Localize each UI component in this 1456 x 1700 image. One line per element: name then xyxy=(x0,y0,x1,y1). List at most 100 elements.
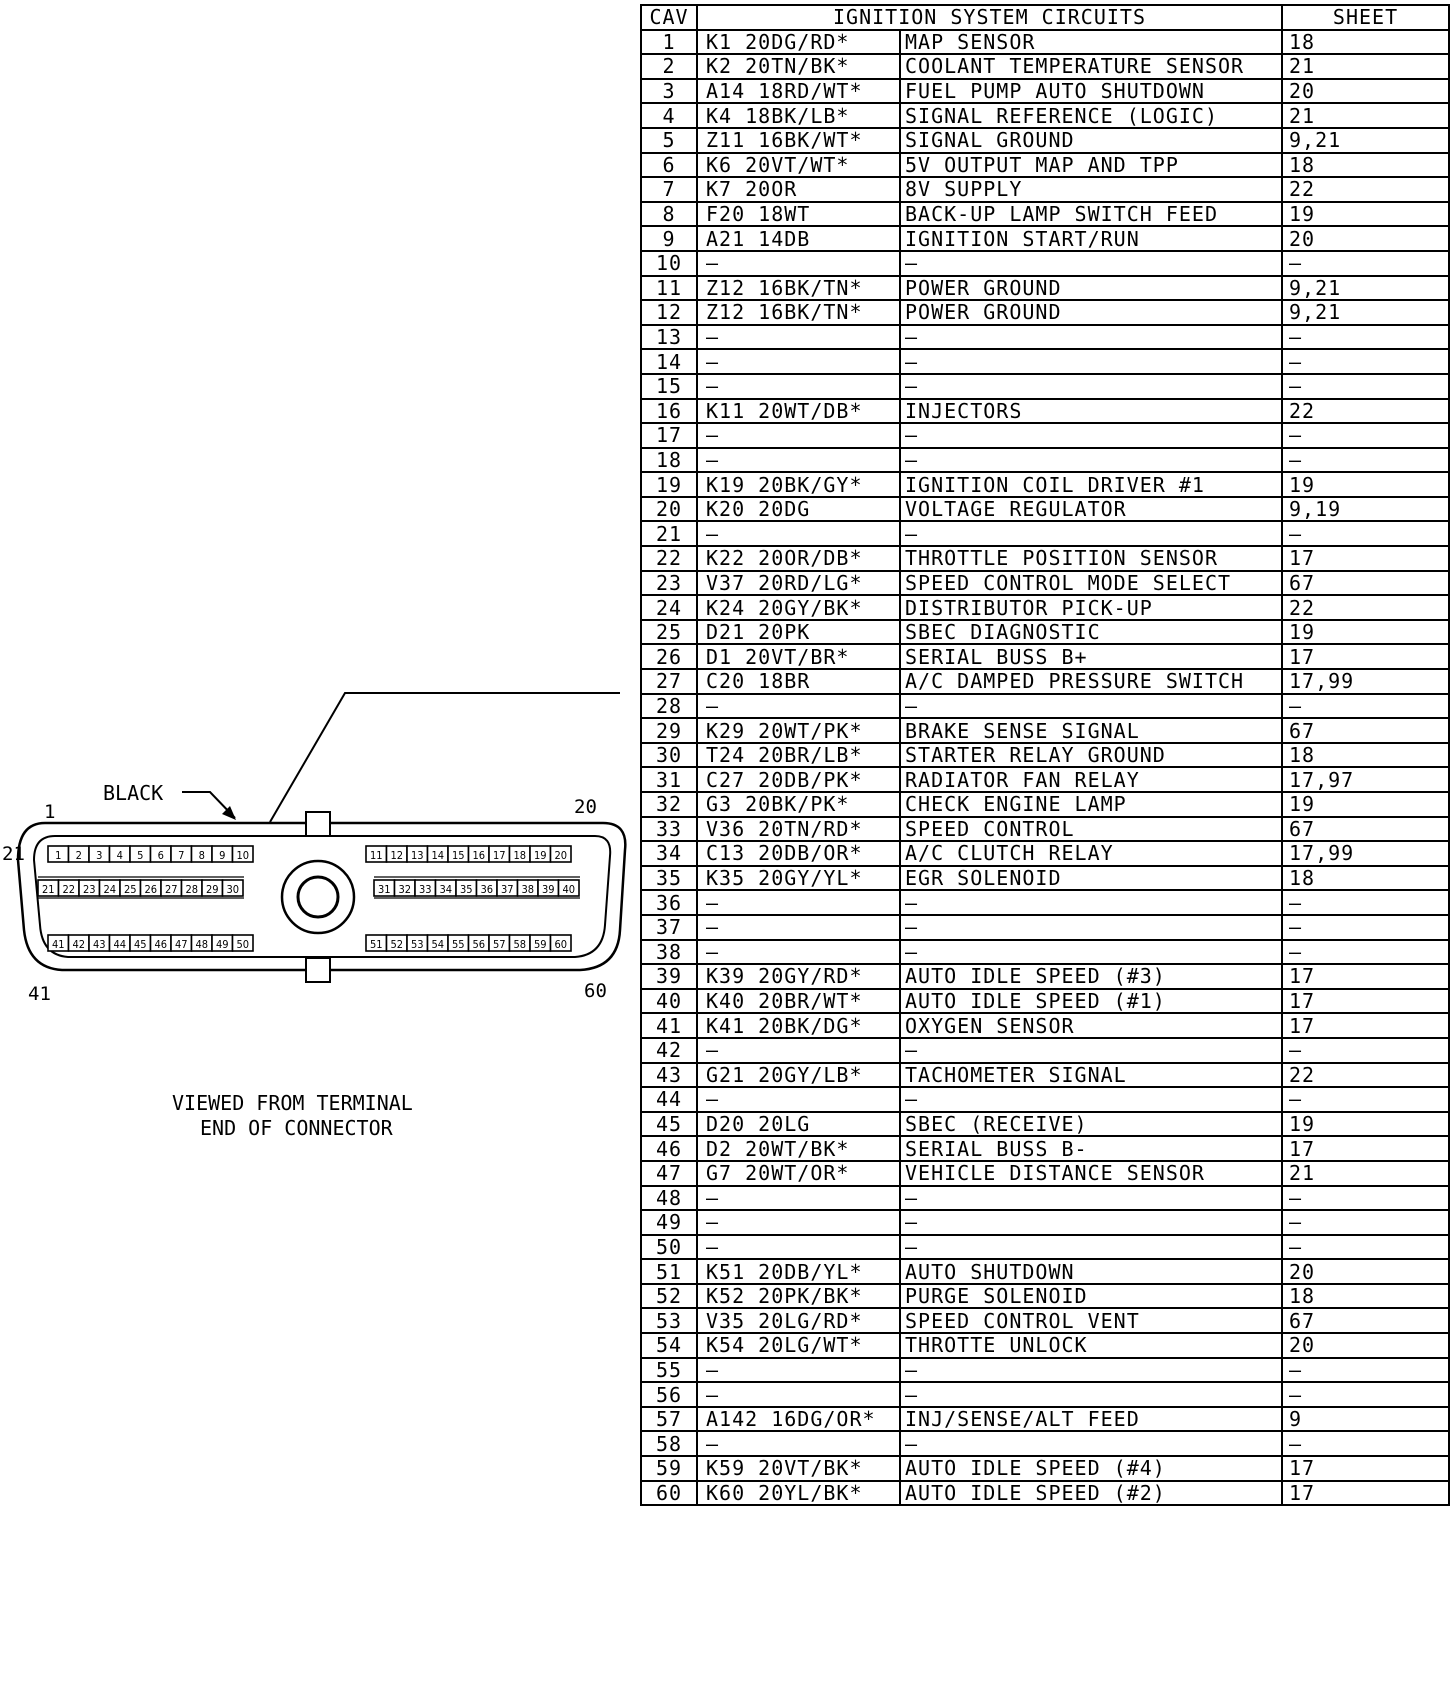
terminal-number: 57 xyxy=(493,938,506,951)
terminal-number: 29 xyxy=(206,883,219,896)
wire-cell: K22 20OR/DB* xyxy=(696,545,901,572)
function-cell: 5V OUTPUT MAP AND TPP xyxy=(898,151,1284,179)
function-cell: POWER GROUND xyxy=(898,274,1284,302)
function-cell: TACHOMETER SIGNAL xyxy=(898,1061,1284,1089)
wire-cell: K19 20BK/GY* xyxy=(696,471,901,498)
wire-cell: K6 20VT/WT* xyxy=(696,151,901,179)
cav-cell: 25 xyxy=(640,618,698,646)
function-cell: FUEL PUMP AUTO SHUTDOWN xyxy=(898,77,1284,105)
wire-cell: K39 20GY/RD* xyxy=(696,963,901,990)
wire-cell: K1 20DG/RD* xyxy=(696,28,901,56)
wire-cell: C20 18BR xyxy=(696,668,901,695)
cav-cell: 45 xyxy=(640,1110,698,1138)
wire-cell: K2 20TN/BK* xyxy=(696,53,901,80)
cav-cell: 53 xyxy=(640,1307,698,1335)
function-cell: — xyxy=(898,1184,1284,1212)
function-cell: AUTO IDLE SPEED (#4) xyxy=(898,1455,1284,1482)
terminal-number: 12 xyxy=(390,849,403,862)
cav-cell: 13 xyxy=(640,323,698,351)
wire-cell: A142 16DG/OR* xyxy=(696,1405,901,1433)
sheet-cell: 67 xyxy=(1281,815,1451,843)
sheet-cell: — xyxy=(1281,1036,1451,1064)
sheet-cell: 22 xyxy=(1281,1061,1451,1089)
wire-cell: V37 20RD/LG* xyxy=(696,569,901,597)
wire-cell: V35 20LG/RD* xyxy=(696,1307,901,1335)
wire-cell: G7 20WT/OR* xyxy=(696,1159,901,1187)
wire-cell: — xyxy=(696,1209,901,1236)
terminal-number: 19 xyxy=(534,849,547,862)
cav-cell: 38 xyxy=(640,938,698,966)
header-circuits: IGNITION SYSTEM CIRCUITS xyxy=(695,4,1284,31)
sheet-cell: — xyxy=(1281,1356,1451,1384)
terminal-cavity xyxy=(231,845,254,863)
wire-cell: Z11 16BK/WT* xyxy=(696,126,901,154)
function-cell: — xyxy=(898,913,1284,941)
sheet-cell: 67 xyxy=(1281,569,1451,597)
wire-cell: — xyxy=(696,692,901,720)
terminal-number: 48 xyxy=(195,938,208,951)
cav-cell: 47 xyxy=(640,1159,698,1187)
table-row: 38——— xyxy=(640,938,1451,966)
function-cell: — xyxy=(898,938,1284,966)
header-sheet: SHEET xyxy=(1281,4,1451,31)
cav-cell: 17 xyxy=(640,422,698,449)
sheet-cell: 18 xyxy=(1281,864,1451,892)
function-cell: VEHICLE DISTANCE SENSOR xyxy=(898,1159,1284,1187)
function-cell: STARTER RELAY GROUND xyxy=(898,741,1284,769)
function-cell: SPEED CONTROL VENT xyxy=(898,1307,1284,1335)
function-cell: SIGNAL REFERENCE (LOGIC) xyxy=(898,102,1284,129)
terminal-number: 39 xyxy=(542,883,555,896)
function-cell: RADIATOR FAN RELAY xyxy=(898,766,1284,793)
function-cell: SBEC (RECEIVE) xyxy=(898,1110,1284,1138)
cav-cell: 18 xyxy=(640,446,698,474)
table-row: 49——— xyxy=(640,1209,1451,1236)
terminal-number: 2 xyxy=(76,849,82,862)
terminal-number: 11 xyxy=(370,849,383,862)
cav-cell: 21 xyxy=(640,520,698,548)
sheet-cell: — xyxy=(1281,520,1451,548)
function-cell: — xyxy=(898,1036,1284,1064)
black-arrowhead xyxy=(222,806,236,820)
connector-inner-shell xyxy=(32,835,612,958)
cav-cell: 55 xyxy=(640,1356,698,1384)
wire-cell: — xyxy=(696,348,901,375)
sheet-cell: 18 xyxy=(1281,28,1451,56)
sheet-cell: 9,19 xyxy=(1281,495,1451,523)
function-cell: SPEED CONTROL xyxy=(898,815,1284,843)
function-cell: SPEED CONTROL MODE SELECT xyxy=(898,569,1284,597)
wire-cell: D1 20VT/BR* xyxy=(696,643,901,671)
table-row: 50——— xyxy=(640,1233,1451,1261)
cav-cell: 35 xyxy=(640,864,698,892)
sheet-cell: 18 xyxy=(1281,1282,1451,1310)
cav-cell: 54 xyxy=(640,1332,698,1359)
caption-line-2: END OF CONNECTOR xyxy=(200,1116,394,1140)
pin-label-20: 20 xyxy=(574,796,597,818)
table-row: 17——— xyxy=(640,422,1451,449)
cav-cell: 39 xyxy=(640,963,698,990)
function-cell: — xyxy=(898,422,1284,449)
wire-cell: C13 20DB/OR* xyxy=(696,840,901,867)
wire-cell: — xyxy=(696,1430,901,1458)
terminal-number: 28 xyxy=(185,883,198,896)
wire-cell: — xyxy=(696,422,901,449)
cav-cell: 29 xyxy=(640,717,698,744)
cav-cell: 28 xyxy=(640,692,698,720)
sheet-cell: 9,21 xyxy=(1281,126,1451,154)
terminal-number: 8 xyxy=(199,849,205,862)
